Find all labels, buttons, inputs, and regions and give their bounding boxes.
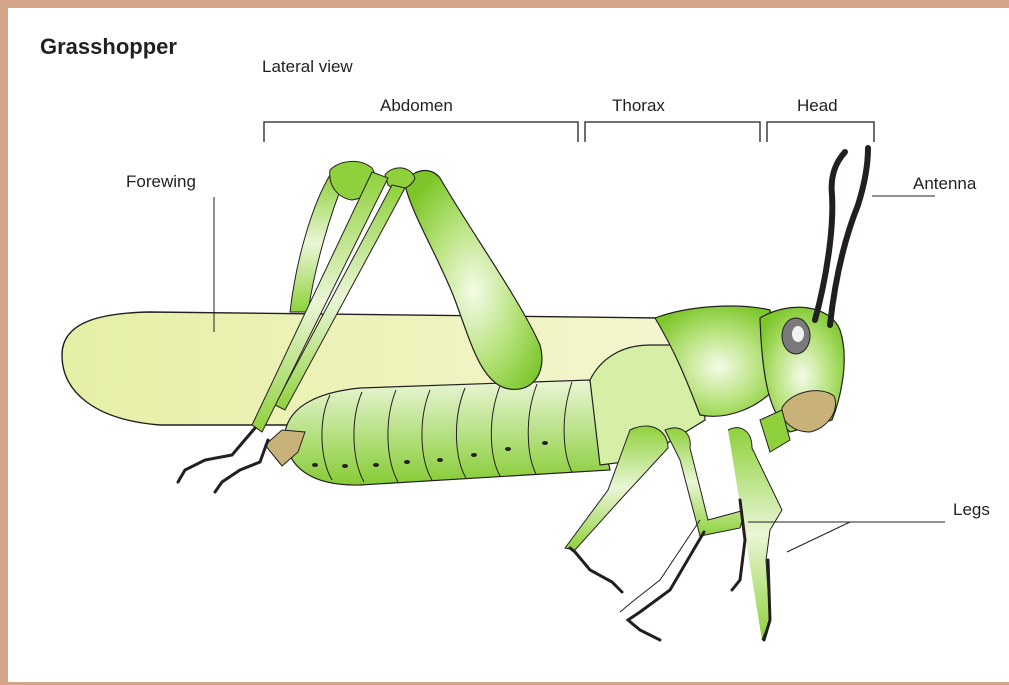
abdomen-label: Abdomen	[380, 96, 453, 116]
legs-label: Legs	[953, 500, 990, 520]
hind-feet	[178, 428, 268, 492]
thorax-label: Thorax	[612, 96, 665, 116]
head-bracket	[767, 122, 874, 142]
thorax-bracket	[585, 122, 760, 142]
antennae	[815, 148, 868, 325]
legs-leader-lines	[748, 522, 945, 552]
antenna-label: Antenna	[913, 174, 976, 194]
forewing-label: Forewing	[126, 172, 196, 192]
head	[760, 307, 844, 452]
abdomen-bracket	[264, 122, 578, 142]
head-label: Head	[797, 96, 838, 116]
